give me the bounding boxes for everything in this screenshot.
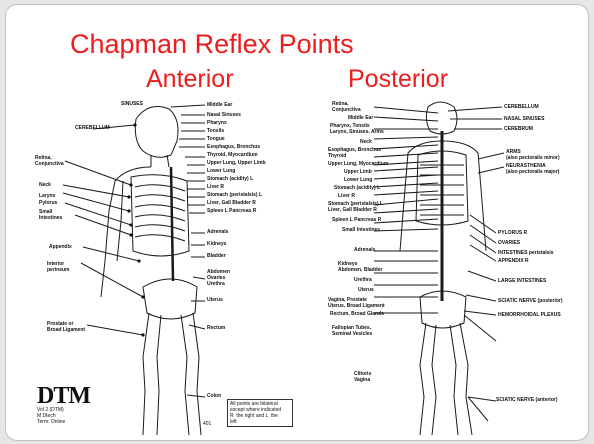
label-interior-perineum: Interior perineum — [47, 261, 70, 273]
post-label-hemorrhoidal: HEMORRHOIDAL PLEXUS — [498, 312, 561, 318]
label-tonsils: Tonsils — [207, 128, 224, 134]
post-label-urethra: Urethra — [354, 277, 372, 283]
posterior-heading: Posterior — [348, 67, 448, 92]
post-label-large-intestines: LARGE INTESTINES — [498, 278, 546, 284]
label-small-intestines: Small Intestines — [39, 209, 62, 221]
label-rectum: Rectum — [207, 325, 225, 331]
post-label-adrenals: Adrenals — [354, 247, 375, 253]
post-label-kidneys: Kidneys Abdomen, Bladder — [338, 261, 382, 273]
label-thyroid: Thyroid, Myocardium — [207, 152, 258, 158]
label-stomach: Stomach (acidity) L — [207, 176, 253, 182]
label-stomach-peristalsis: Stomach (peristalsis) L — [207, 192, 262, 198]
label-gallbladder: Liver, Gall Bladder R — [207, 200, 256, 206]
label-uterus: Uterus — [207, 297, 223, 303]
post-label-stomach-peristalsis: Stomach (peristalsis) L Liver, Gall Blad… — [328, 201, 383, 213]
post-label-pylorus: PYLORUS R — [498, 230, 527, 236]
post-label-arms: ARMS (also pectoralis minor) — [506, 149, 560, 161]
logo-caption: Vol 2 (DTM) M Dtech Term: Online — [37, 407, 65, 425]
posterior-diagram: Retina, Conjunctiva Middle Ear Pharynx, … — [328, 101, 586, 435]
post-label-lower-lung: Lower Lung — [344, 177, 372, 183]
post-label-liver: Liver R — [338, 193, 355, 199]
label-retina: Retina, Conjunctiva — [35, 155, 64, 167]
post-label-vagina: Vagina, Prostate Uterus, Broad Ligament — [328, 297, 385, 309]
slide: Chapman Reflex Points Anterior Posterior — [5, 4, 589, 441]
label-tongue: Tongue — [207, 136, 225, 142]
label-upper-lung: Upper Lung, Upper Limb — [207, 160, 266, 166]
label-bladder: Bladder — [207, 253, 226, 259]
post-label-middle-ear: Middle Ear — [348, 115, 373, 121]
post-label-ovaries: OVARIES — [498, 240, 520, 246]
post-label-neck: Neck — [360, 139, 372, 145]
post-label-intestines: INTESTINES peristalsis — [498, 250, 554, 256]
post-label-small-intestines: Small Intestines — [342, 227, 380, 233]
post-label-fallopian: Fallopian Tubes, Seminal Vesicles — [332, 325, 372, 337]
anterior-heading: Anterior — [146, 67, 234, 92]
label-esophagus: Esophagus, Bronchus — [207, 144, 260, 150]
post-label-spleen: Spleen L Pancreas R — [332, 217, 381, 223]
post-label-appendix: APPENDIX R — [498, 258, 529, 264]
post-label-rectum: Rectum, Broad Glands — [330, 311, 384, 317]
post-label-pharynx: Pharynx, Tonsils Larynx, Sinuses, Arms — [330, 123, 384, 135]
post-label-neurasthenia: NEURASTHENIA (also pectoralis major) — [506, 163, 559, 175]
post-label-retina: Retina, Conjunctiva — [332, 101, 361, 113]
post-label-cerebellum: CEREBELLUM — [504, 104, 539, 110]
post-label-upper-lung: Upper Lung, Myocardium — [328, 161, 388, 167]
post-label-sciatic-posterior: SCIATIC NERVE (posterior) — [498, 298, 563, 304]
label-kidneys: Kidneys — [207, 241, 226, 247]
post-label-sciatic-anterior: SCIATIC NERVE (anterior) — [496, 397, 558, 403]
label-middle-ear: Middle Ear — [207, 102, 232, 108]
label-pylorus: Pylorus — [39, 200, 57, 206]
post-label-cerebrum: CEREBRUM — [504, 126, 533, 132]
label-sinuses: SINUSES — [121, 101, 143, 107]
label-spleen: Spleen L Pancreas R — [207, 208, 256, 214]
label-adrenals: Adrenals — [207, 229, 228, 235]
label-colon: Colon — [207, 393, 221, 399]
slide-title: Chapman Reflex Points — [70, 31, 354, 58]
label-nasal-sinuses: Nasal Sinuses — [207, 112, 241, 118]
label-cerebellum: CEREBELLUM — [75, 125, 110, 131]
post-label-clitoris: Clitoris Vagina — [354, 371, 371, 383]
post-label-stomach: Stomach (acidity) L — [334, 185, 380, 191]
label-abdomen: Abdomen Ovaries Urethra — [207, 269, 230, 287]
post-label-esophagus: Esophagus, Bronchus Thyroid — [328, 147, 381, 159]
label-neck: Neck — [39, 182, 51, 188]
bilateral-note: All points are bilateral except where in… — [227, 399, 293, 427]
label-appendix: Appendix — [49, 244, 72, 250]
page-number: 401 — [203, 421, 211, 427]
label-pharynx: Pharynx — [207, 120, 227, 126]
anterior-diagram: SINUSES CEREBELLUM Retina, Conjunctiva N… — [31, 101, 293, 435]
post-label-nasal-sinuses: NASAL SINUSES — [504, 116, 544, 122]
label-lower-lung: Lower Lung — [207, 168, 235, 174]
label-prostate: Prostate or Broad Ligament — [47, 321, 85, 333]
dtm-logo: DTM — [37, 383, 90, 410]
post-label-uterus: Uterus — [358, 287, 374, 293]
post-label-upper-limb: Upper Limb — [344, 169, 372, 175]
label-larynx: Larynx — [39, 193, 55, 199]
label-liver: Liver R — [207, 184, 224, 190]
